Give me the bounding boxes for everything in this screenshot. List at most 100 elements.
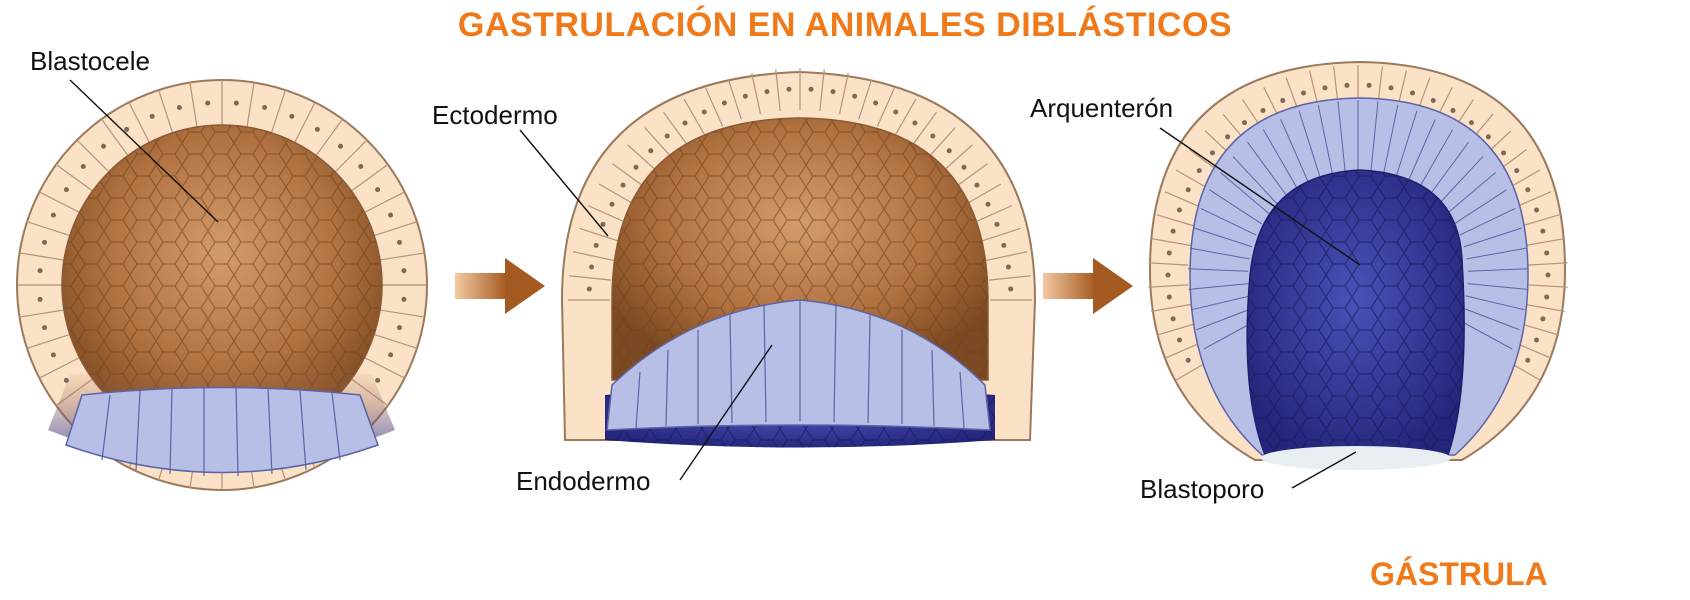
ectoderm-cell-wall [683,98,706,136]
ectoderm-cell-wall [988,275,1031,281]
endoderm-cell-wall [1262,129,1298,189]
ectoderm-cell-wall [598,183,636,206]
cell-nucleus [1514,168,1520,174]
ectoderm-cell-wall [55,164,93,192]
cell-nucleus [42,325,48,331]
ectoderm-cell-wall [751,72,762,115]
ectoderm-cell-wall [980,227,1021,242]
leader-arquenteron [1159,127,1361,266]
progress-arrow-1 [455,258,545,314]
cell-nucleus [1540,316,1546,322]
cell-nucleus [742,93,748,99]
cell-nucleus [401,268,407,274]
endoderm-cell-wall [1453,189,1507,225]
label-blastocele: Blastocele [30,46,150,76]
cell-nucleus [1196,168,1202,174]
endoderm-cell-wall [1209,189,1263,225]
cell-nucleus [946,148,952,154]
endoderm-cell-wall [1298,110,1321,177]
ectoderm-cell-wall [985,251,1028,262]
cell-nucleus [682,120,688,126]
endoderm-cell-wall [1462,307,1520,331]
cell-nucleus [1170,316,1176,322]
endoderm-cell-wall [1465,295,1525,311]
ectoderm-cell-wall [351,164,389,192]
ectoderm-cell-wall [128,102,150,143]
cell-nucleus [1260,107,1266,113]
ectoderm-cell-wall [189,82,198,128]
cell-nucleus [1225,134,1231,140]
ectoderm-cell-wall [158,89,174,134]
cell-nucleus [1468,120,1474,126]
cell-nucleus [1185,357,1191,363]
endoderm-cell-wall [1200,207,1257,236]
endoderm-cell-wall [1219,172,1270,214]
cell-nucleus [233,100,239,106]
endoderm-cell-wall [1188,268,1249,272]
ectoderm-cell-wall [315,118,343,156]
ectoderm-cell-wall [364,191,405,213]
ectoderm-cell-wall [364,357,405,379]
ectoderm-cell-wall [572,251,615,262]
endoderm-cell-wall [1463,227,1522,248]
ectoderm-cell-wall [876,87,895,127]
cell-nucleus [1525,187,1531,193]
ectoderm-cell-wall [819,69,825,112]
cell-nucleus [808,86,814,92]
endoderm-cell-wall [1418,129,1454,189]
ectoderm-cell-wall [101,118,129,156]
ectoderm-cell-wall [964,183,1002,206]
cell-nucleus [1409,90,1415,96]
ectoderm-cell-wall [1527,284,1568,288]
cell-nucleus [1166,250,1172,256]
cell-nucleus [1165,272,1171,278]
cell-nucleus [893,109,899,115]
ectoderm-cell-wall [775,69,781,112]
cell-nucleus [586,286,592,292]
endoderm-cell-wall [1459,207,1516,236]
cell-nucleus [1545,272,1551,278]
ectoderm-cell-wall [19,252,65,261]
cell-nucleus [1534,207,1540,213]
leader-blastoporo [1291,451,1357,489]
archenteron-texture [1247,170,1465,455]
endoderm-cell-wall [1383,104,1399,174]
gastrula-stage [1148,60,1568,470]
ectoderm-cell-wall [39,191,80,213]
cell-nucleus [994,221,1000,227]
leader-ectodermo [519,129,609,237]
leader-blastocele [69,79,219,223]
ectoderm-cell-wall [1156,323,1196,336]
cell-nucleus [1388,85,1394,91]
ectoderm-cell-wall [1520,214,1560,227]
endoderm-cell-wall [1232,156,1278,205]
endoderm-cell-wall [1280,118,1309,182]
cell-nucleus [42,239,48,245]
endoderm-cell-wall [1196,307,1254,331]
cell-nucleus [1501,150,1507,156]
ectoderm-cell-wall [1164,341,1203,359]
cell-nucleus [388,212,394,218]
ectoderm-cell-wall [1148,284,1189,288]
cell-nucleus [375,377,381,383]
invagination-endoderm [606,299,991,431]
ectoderm-cell-wall [294,102,316,143]
ectoderm-cell-wall [1148,262,1189,266]
endoderm-cell-wall [1246,141,1287,196]
ectoderm-cell-wall [663,111,689,147]
ectoderm-cell-wall [627,144,660,174]
invagination-blastocoel-texture [612,118,988,380]
cell-nucleus [1209,150,1215,156]
endoderm-cell-wall [1446,172,1497,214]
cell-nucleus [609,201,615,207]
cell-nucleus [396,325,402,331]
progress-arrow-2 [1043,258,1133,314]
cell-nucleus [701,109,707,115]
ectoderm-cell-wall [705,87,724,127]
cell-nucleus [37,268,43,274]
endoderm-cell-wall [1191,295,1251,311]
ectoderm-cell-wall [1164,191,1203,209]
ectoderm-cell-wall [373,221,418,237]
endoderm-cell-wall [1466,247,1527,260]
endoderm-cell-wall [1457,318,1513,350]
